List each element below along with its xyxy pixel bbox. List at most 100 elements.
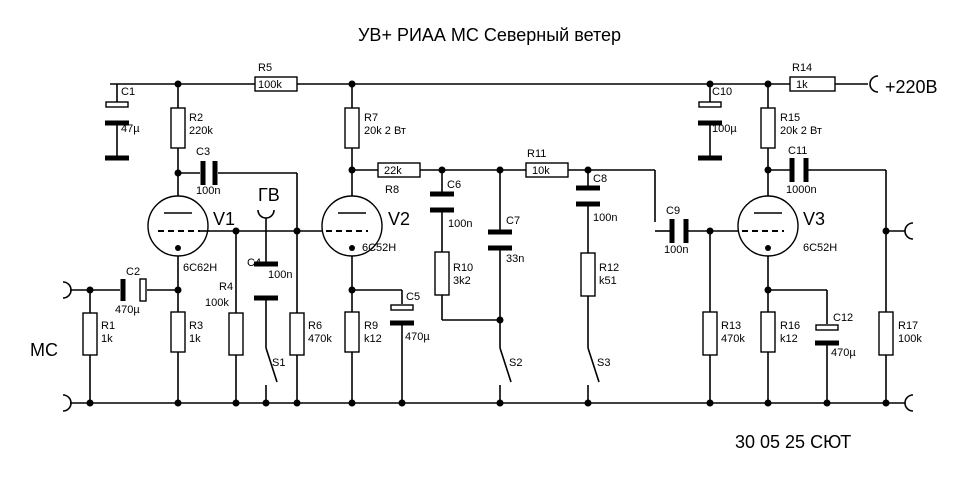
r7-value: 20k 2 Вт	[364, 125, 406, 137]
c4-value: 100n	[268, 269, 292, 281]
r7-ref: R7	[364, 112, 378, 124]
output-terminal-bottom	[904, 394, 914, 412]
junction-dots	[86, 80, 890, 407]
r10-value: 3k2	[453, 275, 471, 287]
r12-value: k51	[599, 275, 617, 287]
v2-name: V2	[388, 209, 410, 229]
r11-value: 10k	[532, 165, 550, 177]
s1-label: S1	[272, 357, 285, 369]
r6-ref: R6	[308, 320, 322, 332]
c11-ref: C11	[788, 145, 807, 157]
switch-s1	[265, 347, 278, 383]
c1-value: 47µ	[121, 123, 140, 135]
resistor-r14	[789, 76, 836, 92]
capacitor-c5-plus	[390, 304, 414, 311]
tube-v1	[147, 195, 210, 257]
r1-ref: R1	[101, 320, 115, 332]
resistor-r3	[170, 311, 186, 353]
v1-name: V1	[213, 209, 235, 229]
r13-value: 470k	[721, 333, 745, 345]
resistor-r17	[878, 311, 894, 356]
resistor-r8	[377, 162, 421, 178]
r4-ref: R4	[219, 281, 233, 293]
tube-v2	[321, 195, 383, 257]
resistor-r13	[702, 311, 718, 356]
resistor-r1	[82, 312, 98, 356]
c6-ref: C6	[447, 179, 461, 191]
r11-ref: R11	[527, 148, 546, 160]
capacitors	[105, 101, 839, 346]
s3-label: S3	[597, 357, 610, 369]
r1-value: 1k	[101, 333, 113, 345]
c8-ref: C8	[593, 173, 607, 185]
resistor-r6	[289, 312, 305, 356]
resistor-r9	[344, 311, 360, 353]
r6-value: 470k	[308, 333, 332, 345]
c5-value: 470µ	[405, 331, 430, 343]
resistor-r4	[228, 312, 244, 356]
resistor-r5	[254, 76, 298, 92]
diagram-title: УВ+ РИАА МС Северный ветер	[358, 25, 621, 45]
v3-name: V3	[803, 209, 825, 229]
r15-value: 20k 2 Вт	[780, 125, 822, 137]
resistor-r16	[760, 311, 776, 353]
resistor-r7	[344, 107, 360, 149]
gv-terminal	[257, 209, 275, 219]
c8-value: 100n	[593, 212, 617, 224]
c1-ref: C1	[121, 86, 135, 98]
power-label: +220В	[885, 77, 938, 97]
v3-type: 6C52H	[803, 242, 837, 254]
r5-value: 100k	[258, 79, 282, 91]
r5-ref: R5	[258, 62, 272, 74]
input-terminal-top	[62, 281, 72, 299]
resistor-r11	[525, 162, 569, 178]
input-terminal-bottom	[62, 394, 72, 412]
capacitor-c10-plus	[698, 101, 722, 108]
r15-ref: R15	[780, 112, 800, 124]
c2-ref: C2	[126, 266, 140, 278]
r14-value: 1k	[796, 79, 808, 91]
c9-value: 100n	[664, 244, 688, 256]
c2-value: 470µ	[115, 304, 140, 316]
switches	[265, 347, 600, 383]
c3-value: 100n	[196, 185, 220, 197]
resistor-r2	[170, 107, 186, 149]
r3-value: 1k	[189, 333, 201, 345]
capacitor-c12-plus	[815, 324, 839, 331]
r16-ref: R16	[780, 320, 800, 332]
resistor-r12	[580, 252, 596, 297]
r4-value: 100k	[205, 297, 229, 309]
c7-ref: C7	[506, 215, 520, 227]
r12-ref: R12	[599, 262, 619, 274]
tube-v3	[737, 195, 799, 257]
power-terminal	[869, 75, 879, 93]
r10-ref: R10	[453, 262, 473, 274]
r9-ref: R9	[364, 320, 378, 332]
c3-ref: C3	[196, 146, 210, 158]
switch-s3	[587, 347, 600, 383]
c12-ref: C12	[833, 312, 853, 324]
switch-s2	[499, 347, 512, 383]
capacitor-c1-plus	[105, 101, 129, 108]
r8-ref: R8	[385, 184, 399, 196]
r14-ref: R14	[792, 62, 812, 74]
r2-value: 220k	[189, 125, 213, 137]
c12-value: 470µ	[831, 347, 856, 359]
resistor-r15	[760, 107, 776, 149]
c9-ref: C9	[666, 205, 680, 217]
c7-value: 33n	[506, 253, 524, 265]
c4-ref: C4	[247, 257, 261, 269]
r13-ref: R13	[721, 320, 741, 332]
c10-ref: C10	[712, 86, 732, 98]
v1-type: 6C62H	[183, 262, 217, 274]
r2-ref: R2	[189, 112, 203, 124]
r9-value: k12	[364, 333, 382, 345]
s2-label: S2	[509, 357, 522, 369]
resistor-r10	[434, 251, 450, 296]
v2-type: 6C52H	[362, 242, 396, 254]
r17-value: 100k	[898, 333, 922, 345]
r17-ref: R17	[898, 320, 918, 332]
terminal-symbols	[62, 75, 914, 412]
gv-label: ГВ	[258, 185, 280, 205]
